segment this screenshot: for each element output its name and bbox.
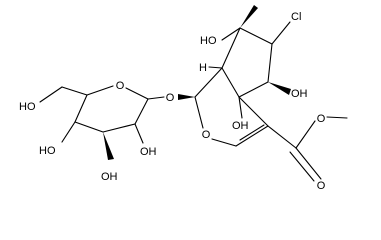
bond-glc-c6-ho (39, 86, 63, 103)
atom-labels: HO Cl H O OH HO O OH O O HO OH OH O (19, 11, 326, 192)
bond-glc-o-c1 (125, 87, 149, 100)
bond-c4-c4a (238, 96, 269, 127)
bond-glc-c5-c6 (61, 86, 88, 96)
atom-label-h-c9: H (199, 62, 207, 74)
atom-label-oh-glucose-2: OH (140, 146, 157, 158)
bond-oester-methyl (326, 116, 348, 119)
bond-c7-methyl-wedge (240, 5, 258, 28)
bond-c1-o2 (194, 96, 204, 129)
bond-carbonyl-c-o-double (289, 151, 315, 182)
atom-label-ho-c7: HO (200, 35, 217, 47)
atom-label-o-glucose-ring: O (116, 80, 125, 92)
bond-c7a-c1 (194, 67, 223, 98)
bond-glc-c2-oh (134, 123, 144, 144)
bond-c4-ccarbonyl (267, 125, 297, 149)
bond-glc-c4-c5 (74, 94, 88, 123)
bond-c6-c5 (267, 43, 273, 83)
bond-c4a-c7a (221, 67, 240, 98)
atom-label-oh-c5: OH (232, 120, 249, 132)
bond-glc-c1-c2 (134, 98, 149, 125)
bond-oglyc-c1prime (147, 96, 165, 100)
bond-c3-c4-double (239, 124, 265, 141)
atom-label-o-carbonyl: O (317, 180, 326, 192)
bond-c7a-c7 (221, 27, 241, 69)
bond-c7-c6 (239, 27, 273, 45)
bond-glc-c3-oh-wedge (103, 132, 114, 160)
bond-glc-c2-c3 (102, 123, 136, 133)
bond-c3-c4 (235, 125, 269, 147)
atom-label-o-glycosidic: O (166, 92, 175, 104)
bond-o2-c3 (211, 138, 237, 147)
atom-label-o-ester-methoxy: O (317, 113, 326, 125)
bond-glc-c5-o (86, 85, 114, 96)
atom-label-o-iridoid-ring: O (202, 129, 211, 141)
bond-glc-c4-oh (61, 121, 76, 143)
atom-label-ho-glucose-3: HO (39, 145, 56, 157)
bond-ccarbonyl-oester (295, 120, 316, 149)
atom-label-oh-c6: OH (291, 88, 308, 100)
bond-c7-ho (221, 27, 241, 41)
atom-label-ho-primary: HO (19, 101, 36, 113)
atom-label-cl: Cl (291, 11, 301, 23)
bond-c5-c4a (238, 81, 269, 98)
bond-glc-c3-c4 (74, 121, 104, 133)
bond-c4a-oh (238, 96, 243, 119)
atom-label-oh-glucose-4: OH (101, 171, 118, 183)
bond-c1-oglyc-wedge (178, 94, 195, 100)
bond-c6-cl (271, 21, 291, 45)
bonds (39, 5, 348, 182)
bond-c5-oh-wedge (268, 82, 291, 95)
molecular-structure: HO Cl H O OH HO O OH O O HO OH OH O (19, 5, 348, 192)
bond-carbonyl-c-o (295, 147, 322, 180)
bond-c7a-h (208, 66, 223, 69)
